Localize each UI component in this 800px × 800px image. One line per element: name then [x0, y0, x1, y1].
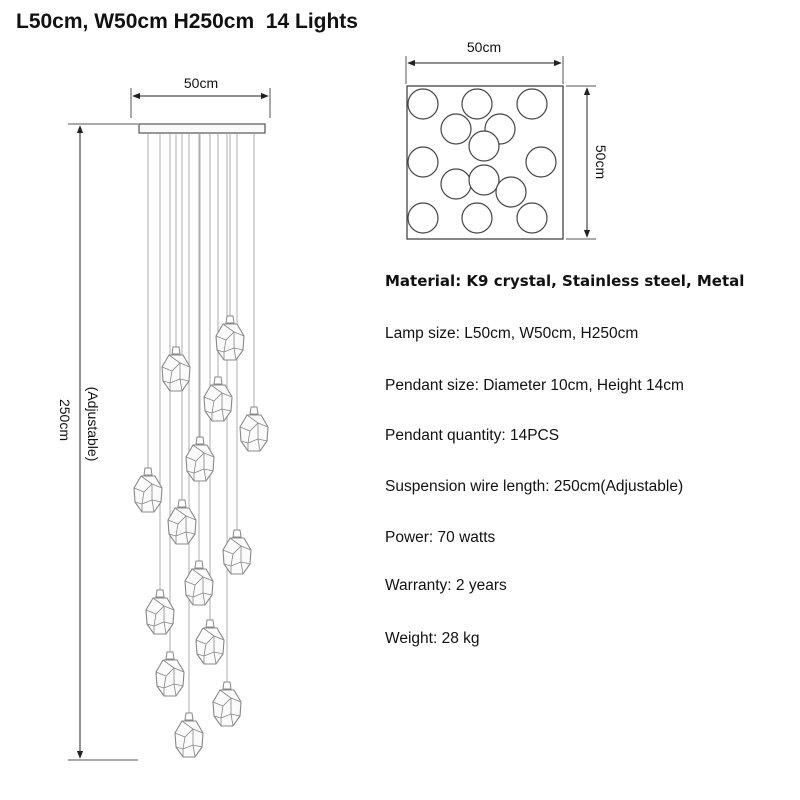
page-title: L50cm, W50cm H250cm 14 Lights: [16, 10, 358, 33]
spec-pendant-size: Pendant size: Diameter 10cm, Height 14cm: [385, 377, 684, 394]
crystal-pendant: [215, 315, 245, 361]
crystal-pendant: [174, 712, 204, 758]
top-view: 50cm 50cm: [405, 39, 609, 240]
top-depth-label: 50cm: [593, 145, 609, 179]
side-height-label: 250cm: [57, 399, 73, 441]
crystal-pendant: [185, 436, 215, 482]
top-view-light: [440, 168, 472, 200]
top-view-light: [468, 130, 500, 162]
adjustable-label: (Adjustable): [85, 387, 101, 462]
top-view-light: [516, 88, 548, 120]
crystal-pendant: [222, 529, 252, 575]
spec-weight: Weight: 28 kg: [385, 630, 480, 647]
top-view-light: [440, 113, 472, 145]
side-width-dimension: 50cm: [130, 75, 271, 118]
crystal-pendant: [155, 651, 185, 697]
crystal-pendant: [195, 619, 225, 665]
side-height-dimension: 250cm (Adjustable): [57, 123, 138, 761]
crystal-pendant: [133, 467, 163, 513]
top-view-light: [495, 176, 527, 208]
top-view-lights: [407, 88, 557, 234]
top-view-light: [407, 202, 439, 234]
side-width-label: 50cm: [184, 75, 218, 91]
top-width-label: 50cm: [467, 39, 501, 55]
crystal-pendant: [167, 499, 197, 545]
crystal-pendant: [239, 406, 269, 452]
suspension-wires: [147, 133, 255, 713]
top-view-light: [525, 146, 557, 178]
crystal-pendant: [184, 560, 214, 606]
crystal-pendant: [161, 346, 191, 392]
top-view-light: [407, 146, 439, 178]
top-view-light: [461, 88, 493, 120]
crystal-pendant: [145, 589, 175, 635]
spec-warranty: Warranty: 2 years: [385, 577, 507, 594]
crystal-pendant: [203, 376, 233, 422]
spec-lamp-size: Lamp size: L50cm, W50cm, H250cm: [385, 325, 639, 342]
spec-pendant-quantity: Pendant quantity: 14PCS: [385, 427, 560, 444]
top-view-light: [516, 202, 548, 234]
pendants: [133, 315, 269, 758]
top-view-light: [407, 88, 439, 120]
ceiling-canopy: [138, 123, 266, 134]
spec-wire-length: Suspension wire length: 250cm(Adjustable…: [385, 478, 684, 495]
spec-power: Power: 70 watts: [385, 529, 496, 546]
top-view-light: [468, 164, 500, 196]
top-view-light: [461, 202, 493, 234]
spec-material: Material: K9 crystal, Stainless steel, M…: [385, 272, 745, 290]
crystal-pendant: [212, 681, 242, 727]
